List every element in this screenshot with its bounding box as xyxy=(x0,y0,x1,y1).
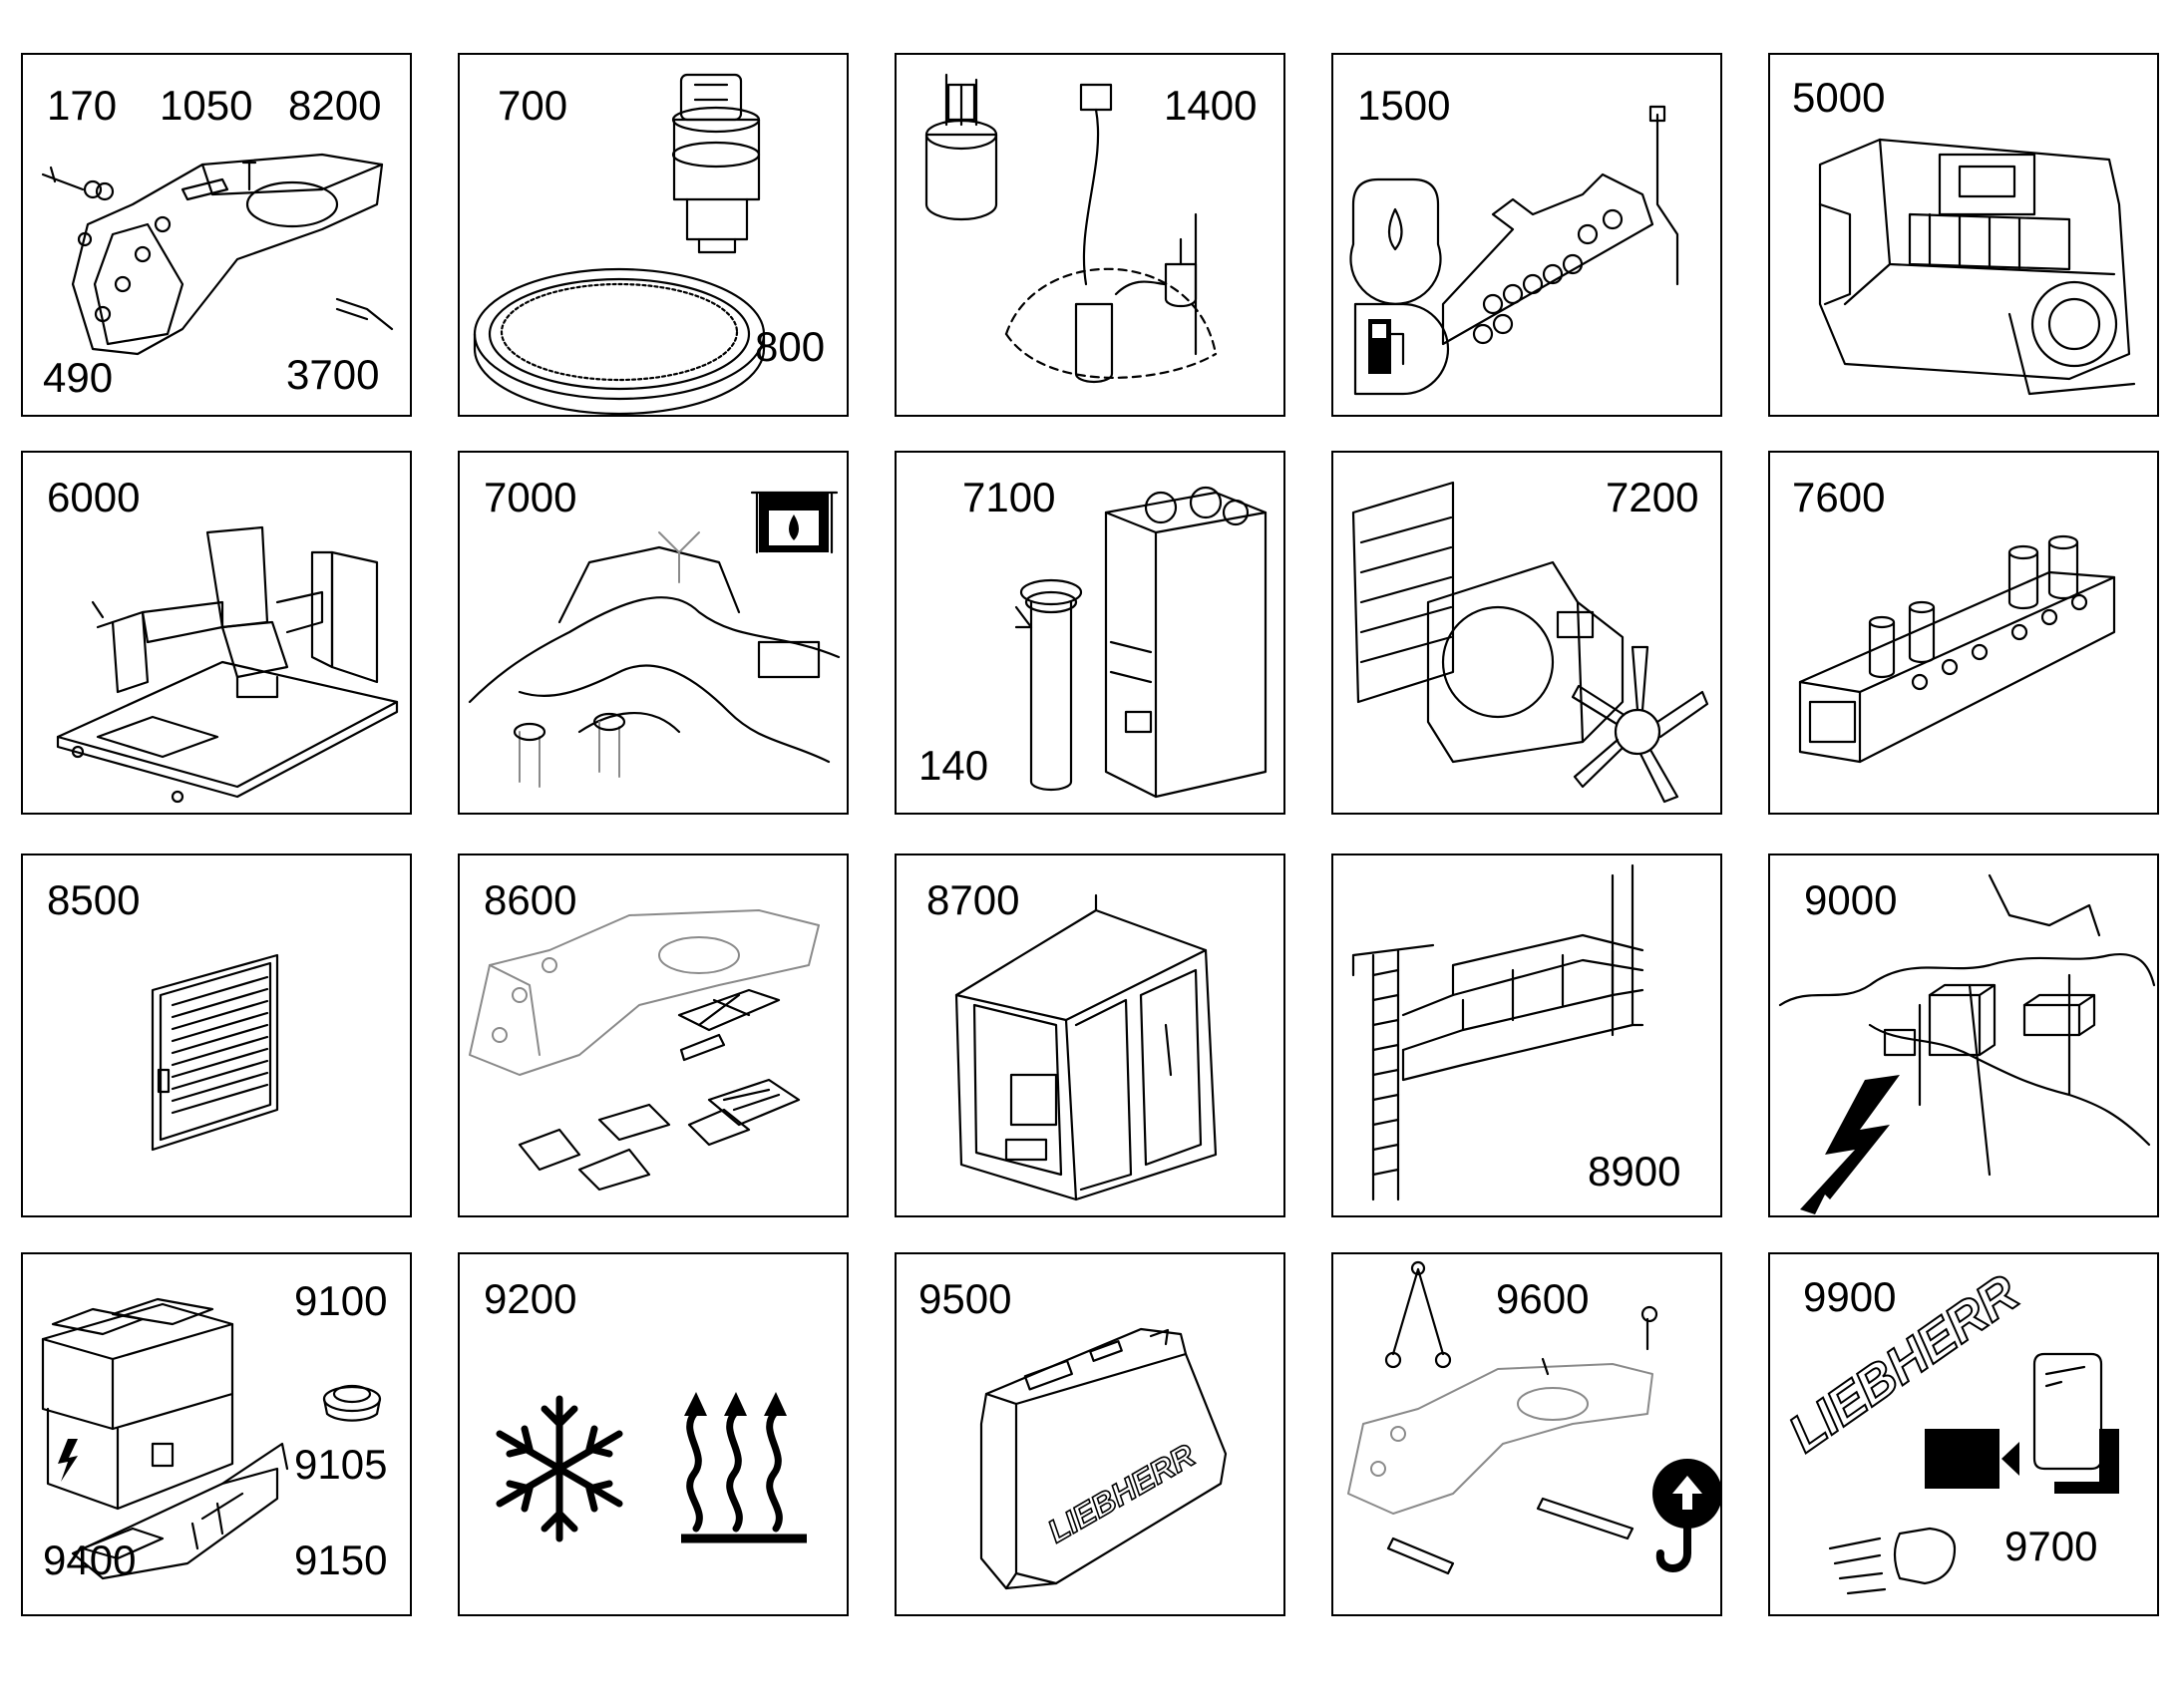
tile-170-1050-8200[interactable]: 170 1050 8200 490 3700 xyxy=(21,53,412,417)
tile-5000[interactable]: 5000 xyxy=(1768,53,2159,417)
counterweight-icon: LIEBHERR xyxy=(979,1327,1228,1590)
tile-1500[interactable]: 1500 xyxy=(1331,53,1722,417)
part-number-label: 1400 xyxy=(1164,82,1258,129)
part-number-label: 8500 xyxy=(47,876,141,923)
electrical-box-cover-icon xyxy=(41,1297,382,1580)
engine-oil-fuel-sensors-icon xyxy=(1349,105,1679,396)
part-number-label: 8200 xyxy=(288,82,382,129)
part-number-label: 490 xyxy=(43,354,114,401)
boom-swing-frame-icon xyxy=(41,153,394,356)
part-number-label: 8900 xyxy=(1588,1148,1681,1195)
tile-7000[interactable]: 7000 xyxy=(458,451,849,815)
part-number-label: 7200 xyxy=(1606,474,1699,520)
counterweight-brand-logo: LIEBHERR xyxy=(1042,1437,1202,1549)
tile-9000[interactable]: 9000 xyxy=(1768,854,2159,1217)
hydraulic-lines-icon xyxy=(468,491,841,788)
part-number-label: 7000 xyxy=(484,474,577,520)
part-number-label: 9500 xyxy=(918,1275,1012,1322)
part-number-label: 1500 xyxy=(1357,82,1451,129)
camera-icon xyxy=(1925,1429,1999,1489)
part-number-label: 5000 xyxy=(1792,74,1886,121)
part-number-label: 8700 xyxy=(926,876,1020,923)
tile-9600[interactable]: 9600 xyxy=(1331,1252,1722,1616)
tile-7100-140[interactable]: 7100 140 xyxy=(895,451,1285,815)
snowflake-icon xyxy=(496,1395,623,1542)
tile-8700[interactable]: 8700 xyxy=(895,854,1285,1217)
part-number-label: 9000 xyxy=(1804,876,1898,923)
tile-1400[interactable]: 1400 xyxy=(895,53,1285,417)
part-number-label: 9150 xyxy=(294,1537,388,1583)
brand-camera-mirror-light-icon: LIEBHERR xyxy=(1778,1263,2119,1595)
part-number-label: 170 xyxy=(47,82,118,129)
part-number-label: 9105 xyxy=(294,1441,388,1488)
tile-7600[interactable]: 7600 xyxy=(1768,451,2159,815)
mirror-icon xyxy=(2032,1352,2103,1471)
ladder-platform-icon xyxy=(1351,863,1644,1201)
tile-6000[interactable]: 6000 xyxy=(21,451,412,815)
part-number-label: 700 xyxy=(498,82,568,129)
part-number-label: 1050 xyxy=(160,82,253,129)
hydraulic-tank-filter-icon xyxy=(1014,486,1268,799)
part-number-label: 9900 xyxy=(1803,1273,1897,1320)
tile-9500[interactable]: LIEBHERR 9500 xyxy=(895,1252,1285,1616)
control-valve-block-icon xyxy=(1798,534,2116,764)
operator-seat-platform-icon xyxy=(56,525,399,804)
part-number-label: 140 xyxy=(918,742,989,789)
swing-ring-gear-icon xyxy=(473,73,766,415)
operator-cab-icon xyxy=(954,893,1218,1201)
engine-unit-icon xyxy=(1818,138,2136,396)
part-number-label: 7100 xyxy=(962,474,1056,520)
heat-waves-icon xyxy=(681,1410,807,1543)
tile-9900-9700[interactable]: LIEBHERR 9900 9700 xyxy=(1768,1252,2159,1616)
tile-7200[interactable]: 7200 xyxy=(1331,451,1722,815)
frame-cover-plates-icon xyxy=(469,909,820,1192)
part-number-label: 9700 xyxy=(2004,1523,2098,1569)
climate-snowflake-heat-icon xyxy=(496,1392,807,1543)
part-number-label: 8600 xyxy=(484,876,577,923)
part-number-label: 9100 xyxy=(294,1277,388,1324)
part-number-label: 6000 xyxy=(47,474,141,520)
part-number-label: 3700 xyxy=(286,351,380,398)
tile-9200[interactable]: 9200 xyxy=(458,1252,849,1616)
work-light-icon xyxy=(1893,1527,1957,1585)
radiator-fan-icon xyxy=(1351,481,1709,804)
tile-8900[interactable]: 8900 xyxy=(1331,854,1722,1217)
fuel-tank-pump-icon xyxy=(924,73,1218,384)
lifting-sling-hook-icon xyxy=(1347,1260,1720,1575)
tile-9100-9105-9400-9150[interactable]: 9100 9105 9400 9150 xyxy=(21,1252,412,1616)
part-number-label: 9200 xyxy=(484,1275,577,1322)
tile-700-800[interactable]: 700 800 xyxy=(458,53,849,417)
tile-8500[interactable]: 8500 xyxy=(21,854,412,1217)
electrical-harness-icon xyxy=(1778,873,2156,1214)
access-door-grille-icon xyxy=(151,953,279,1152)
part-number-label: 9400 xyxy=(43,1537,137,1583)
tile-8600[interactable]: 8600 xyxy=(458,854,849,1217)
part-number-label: 800 xyxy=(755,323,826,370)
part-number-label: 7600 xyxy=(1792,474,1886,520)
part-number-label: 9600 xyxy=(1496,1275,1590,1322)
